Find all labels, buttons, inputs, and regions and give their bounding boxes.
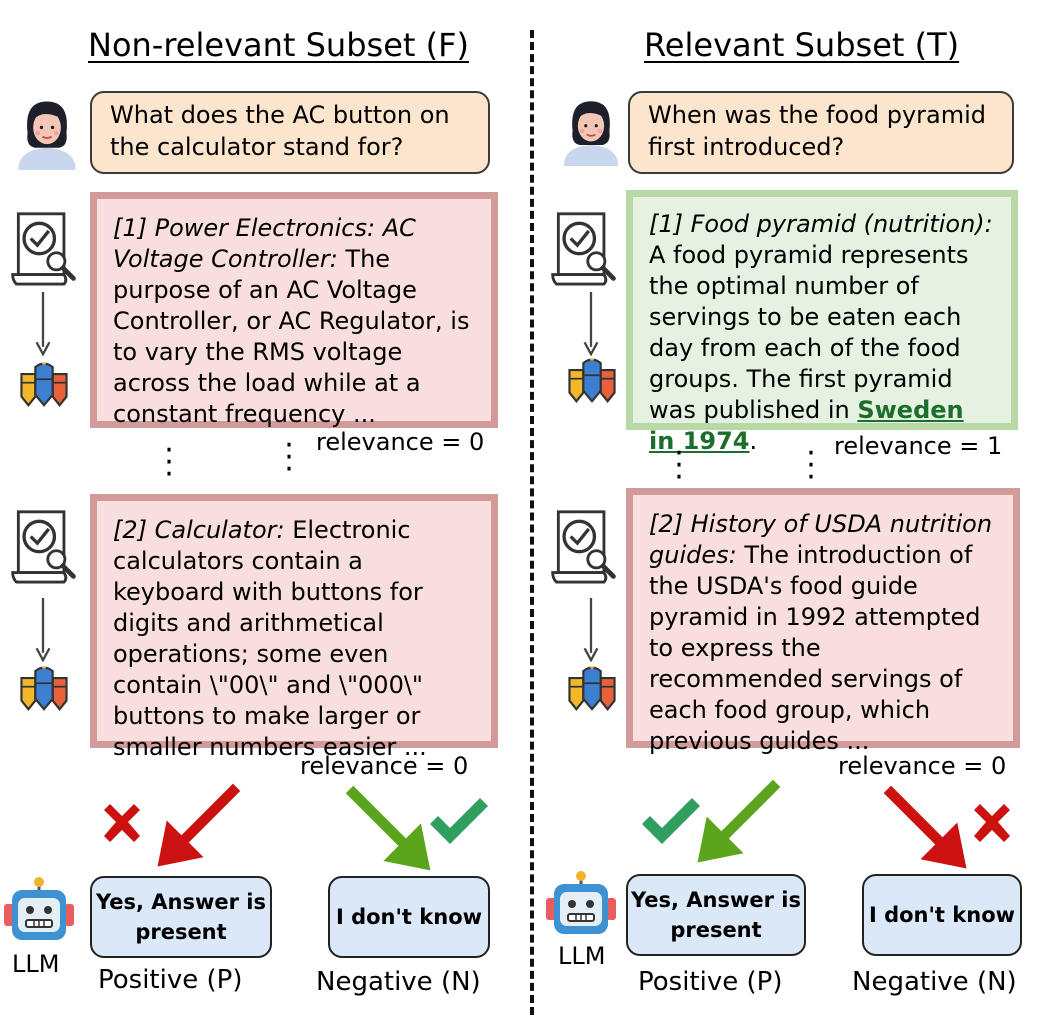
document-check-icon [550,508,618,584]
right-negative-label: Negative (N) [852,967,1017,997]
cross-mark-icon [104,804,140,842]
robot-icon [4,876,74,942]
document-check-icon [10,210,78,286]
right-positive-box: Yes, Answer is present [626,874,806,956]
robot-icon [546,870,616,936]
doc-body: The purpose of an AC Voltage Controller,… [113,245,470,428]
right-positive-label: Positive (P) [638,967,783,997]
down-arrow-icon [35,598,51,662]
cross-mark-icon [974,804,1010,842]
left-title: Non-relevant Subset (F) [88,26,469,64]
doc-tail: . [749,427,758,455]
red-arrow-icon [883,785,967,869]
doc-title: [2] History of USDA nutrition guides: [649,510,993,569]
left-doc-2: [2] Calculator: Electronic calculators c… [90,494,498,761]
doc-title: [1] Power Electronics: AC Voltage Contro… [113,214,416,273]
left-llm-label: LLM [12,950,60,978]
person-icon [562,100,620,166]
check-mark-icon [642,798,700,844]
red-arrow-icon [157,783,241,867]
crayons-icon [568,358,616,403]
ellipsis-dots: ··· [284,428,294,487]
left-question: What does the AC button on the calculato… [90,91,490,174]
crayons-icon [568,666,616,711]
ellipsis-dots: ··· [806,436,816,495]
down-arrow-icon [583,292,599,356]
doc-body: Electronic calculators contain a keyboar… [113,516,427,761]
ellipsis-dots: ··· [164,433,174,492]
down-arrow-icon [583,598,599,662]
left-positive-box: Yes, Answer is present [90,876,272,958]
right-doc-1: [1] Food pyramid (nutrition): A food pyr… [626,190,1018,455]
document-check-icon [10,508,78,584]
left-doc-1: [1] Power Electronics: AC Voltage Contro… [90,192,498,428]
doc-title: [1] Food pyramid (nutrition): [649,210,993,238]
left-negative-box: I don't know [328,876,490,958]
green-arrow-icon [345,785,431,871]
left-negative-label: Negative (N) [316,967,481,997]
document-check-icon [550,210,618,286]
column-divider [530,30,534,1015]
right-question: When was the food pyramid first introduc… [628,91,1014,174]
doc-body: The introduction of the USDA's food guid… [649,541,981,755]
doc-body: A food pyramid represents the optimal nu… [649,241,969,424]
right-llm-label: LLM [558,942,606,970]
answer-highlight: Sweden in 1974 [649,396,964,455]
right-doc-1-relevance: relevance = 1 [834,432,1003,460]
right-doc-2-relevance: relevance = 0 [838,752,1007,780]
right-title: Relevant Subset (T) [644,26,960,64]
doc-title: [2] Calculator: [113,516,285,544]
ellipsis-dots: ··· [674,436,684,495]
green-arrow-icon [697,779,781,863]
check-mark-icon [430,798,488,844]
right-negative-box: I don't know [862,874,1022,956]
left-positive-label: Positive (P) [98,965,243,995]
right-doc-2: [2] History of USDA nutrition guides: Th… [626,488,1020,755]
left-doc-1-relevance: relevance = 0 [316,428,485,456]
crayons-icon [20,666,68,711]
person-icon [17,100,77,170]
crayons-icon [20,362,68,407]
down-arrow-icon [35,292,51,356]
left-doc-2-relevance: relevance = 0 [300,752,469,780]
